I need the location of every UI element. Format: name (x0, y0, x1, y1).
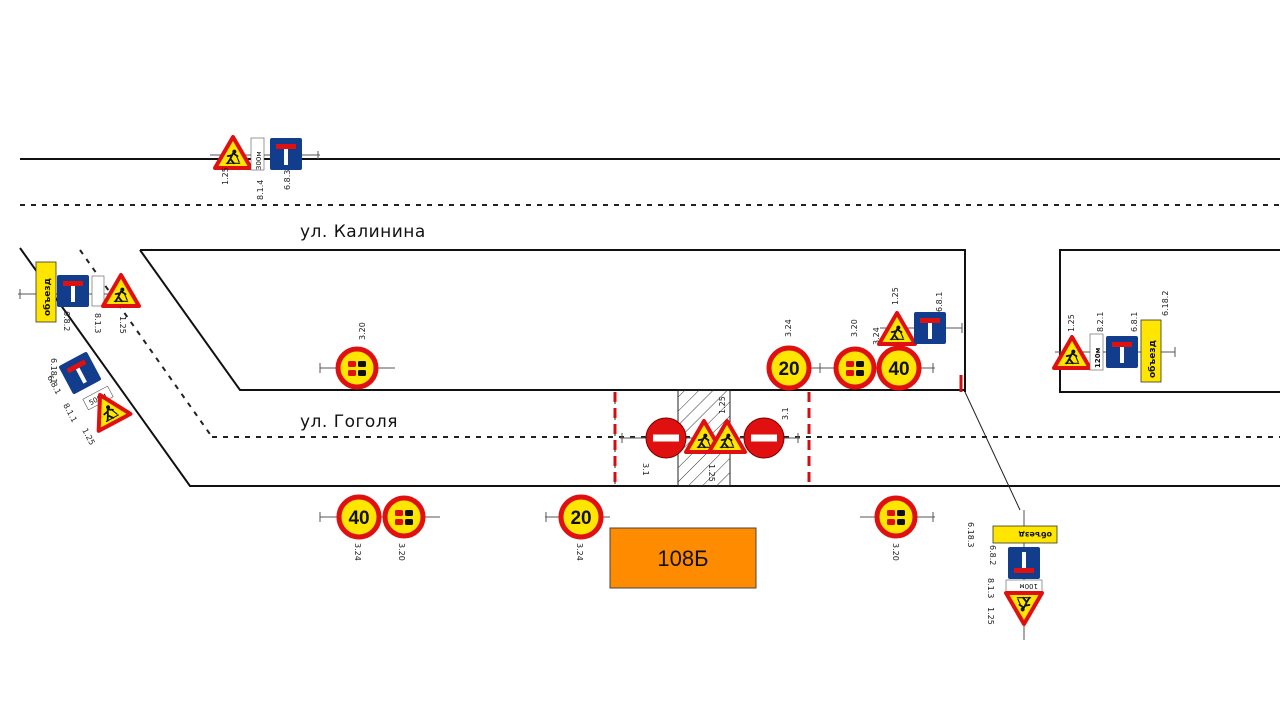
code-1-25-mid: 1.25 (891, 287, 900, 305)
code-3-24-bl: 3.24 (353, 543, 362, 561)
distance-plate-right (1089, 333, 1104, 371)
sign-group-top: 300м 1.25 8.1.4 6.8.3 (210, 137, 320, 200)
detour-plate-left-text: объезд (42, 278, 53, 316)
roadworks-sign-top (215, 137, 251, 168)
no-entry-sign-left (645, 417, 687, 459)
building-108b: 108Б (609, 527, 757, 589)
code-3-24-bm: 3.24 (575, 543, 584, 561)
sign-group-upper: 3.20 20 3.24 3.20 40 3.24 1.25 6.8.1 (319, 287, 963, 388)
roadworks-sign-br (1006, 593, 1042, 624)
speed-40-top-text: 40 (888, 359, 909, 380)
speed-40-bottom-text: 40 (348, 508, 369, 529)
code-3-1-left: 3.1 (641, 463, 650, 476)
speed-20-bottom-text: 20 (570, 508, 591, 529)
code-1-25-right: 1.25 (1067, 314, 1076, 332)
code-8-1-3-br: 8.1.3 (986, 578, 995, 598)
no-overtaking-sign-b (836, 349, 874, 387)
code-8-1-3-left: 8.1.3 (93, 313, 102, 333)
dead-end-sign-br (1008, 547, 1040, 579)
road-kalinina (20, 158, 1280, 206)
code-6-8-1-right: 6.8.1 (1130, 312, 1139, 332)
sign-group-bottom-right: объезд 100м 6.18.3 6.8.2 8.1.3 1.25 (966, 510, 1058, 640)
no-overtaking-sign-bl (385, 498, 423, 536)
detour-plate-right-text: объезд (1147, 340, 1158, 378)
speed-limit-40-bottom: 40 (339, 497, 379, 537)
distance-plate-top (250, 137, 265, 171)
code-3-24-a: 3.24 (784, 319, 793, 337)
dead-end-sign-top (270, 138, 302, 170)
sign-group-left: объезд 6.18.1 6.8.2 8.1.3 1.25 500м 6.8.… (18, 261, 139, 447)
code-1-25-left: 1.25 (118, 316, 127, 334)
dead-end-sign-left-2 (58, 351, 102, 395)
sign-group-bottom: 40 3.24 3.20 20 3.24 3.20 (319, 497, 935, 561)
sign-group-right: 120м объезд 1.25 8.2.1 6.8.1 6.18.2 (1054, 291, 1176, 383)
code-6-18-2-right: 6.18.2 (1161, 291, 1170, 316)
roadworks-sign-left (103, 275, 139, 306)
code-1-25-top: 1.25 (221, 167, 230, 185)
detour-plate-br-text: объезд (1018, 530, 1052, 540)
code-3-24-b: 3.24 (872, 327, 881, 345)
detour-plate-right (1140, 319, 1162, 383)
distance-plate-right-text: 120м (1094, 347, 1102, 368)
detour-plate-left (35, 261, 57, 323)
code-3-20-b: 3.20 (850, 319, 859, 337)
distance-plate-br-text: 100м (1019, 582, 1038, 590)
code-1-25-work-b: 1.25 (718, 396, 727, 414)
detour-plate-br (992, 525, 1058, 544)
no-overtaking-sign-br (877, 498, 915, 536)
sign-group-workzone: 3.1 1.25 1.25 3.1 (620, 396, 800, 482)
code-6-18-3: 6.18.3 (966, 522, 975, 547)
no-overtaking-sign-a (338, 349, 376, 387)
speed-limit-40-top: 40 (879, 348, 919, 388)
distance-plate-top-text: 300м (255, 151, 263, 170)
dead-end-sign-right (1106, 336, 1138, 368)
code-6-8-1-mid: 6.8.1 (935, 292, 944, 312)
code-8-1-4-top: 8.1.4 (256, 180, 265, 200)
code-8-1-1-left: 8.1.1 (61, 402, 79, 424)
code-1-25-work-a: 1.25 (707, 464, 716, 482)
code-6-8-3-top: 6.8.3 (283, 170, 292, 190)
code-3-20-br: 3.20 (891, 543, 900, 561)
speed-limit-20-bottom: 20 (561, 497, 601, 537)
dead-end-sign-left (57, 275, 89, 307)
code-8-2-1-right: 8.2.1 (1096, 312, 1105, 332)
code-6-8-2-left: 6.8.2 (62, 311, 71, 331)
street-label-kalinina: ул. Калинина (300, 222, 426, 242)
code-3-20-bl: 3.20 (397, 543, 406, 561)
code-1-25-br: 1.25 (986, 607, 995, 625)
building-label: 108Б (657, 546, 708, 571)
speed-limit-20-top: 20 (769, 348, 809, 388)
code-6-18-1-left: 6.18.1 (49, 358, 58, 383)
code-6-8-2-br: 6.8.2 (988, 545, 997, 565)
speed-20-top-text: 20 (778, 359, 799, 380)
no-entry-sign-right (743, 417, 785, 459)
code-6-8-1-left: 6.8.1 (45, 374, 63, 396)
code-3-1-right: 3.1 (781, 407, 790, 420)
code-1-25-left-2: 1.25 (80, 427, 96, 447)
street-label-gogolya: ул. Гоголя (300, 412, 398, 432)
code-3-20-a: 3.20 (358, 322, 367, 340)
dead-end-sign-mid (914, 312, 946, 344)
distance-plate-left (91, 275, 105, 307)
